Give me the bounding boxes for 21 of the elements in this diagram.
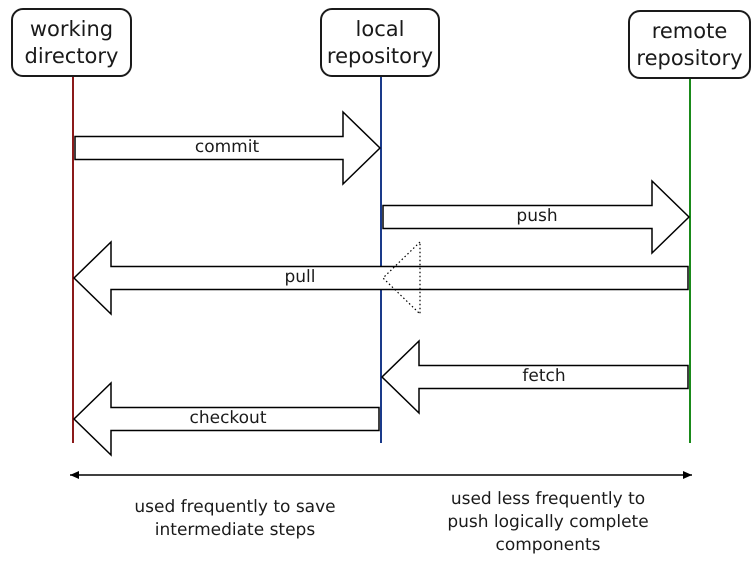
block-arrow	[72, 240, 689, 316]
edge-label: fetch	[522, 366, 566, 386]
block-arrow	[74, 110, 382, 186]
actor-name: remote repository	[635, 18, 744, 72]
actor-name: local repository	[326, 16, 434, 70]
note-text: used frequently to save intermediate steps	[133, 496, 337, 542]
lifeline	[72, 77, 74, 443]
lifeline	[380, 77, 382, 443]
block-arrow	[380, 339, 689, 415]
lifeline	[689, 79, 691, 443]
actor-box	[320, 8, 440, 77]
edge-label: checkout	[190, 408, 266, 428]
note-text: used less frequently to push logically complete components	[446, 488, 650, 557]
edge-label: push	[516, 206, 558, 226]
actor-box	[11, 8, 132, 77]
edge-label: pull	[284, 267, 316, 287]
edge-label: commit	[194, 137, 260, 157]
actor-box	[628, 10, 751, 79]
block-arrow	[382, 179, 690, 255]
block-arrow	[72, 381, 380, 457]
actor-name: working directory	[24, 16, 120, 70]
